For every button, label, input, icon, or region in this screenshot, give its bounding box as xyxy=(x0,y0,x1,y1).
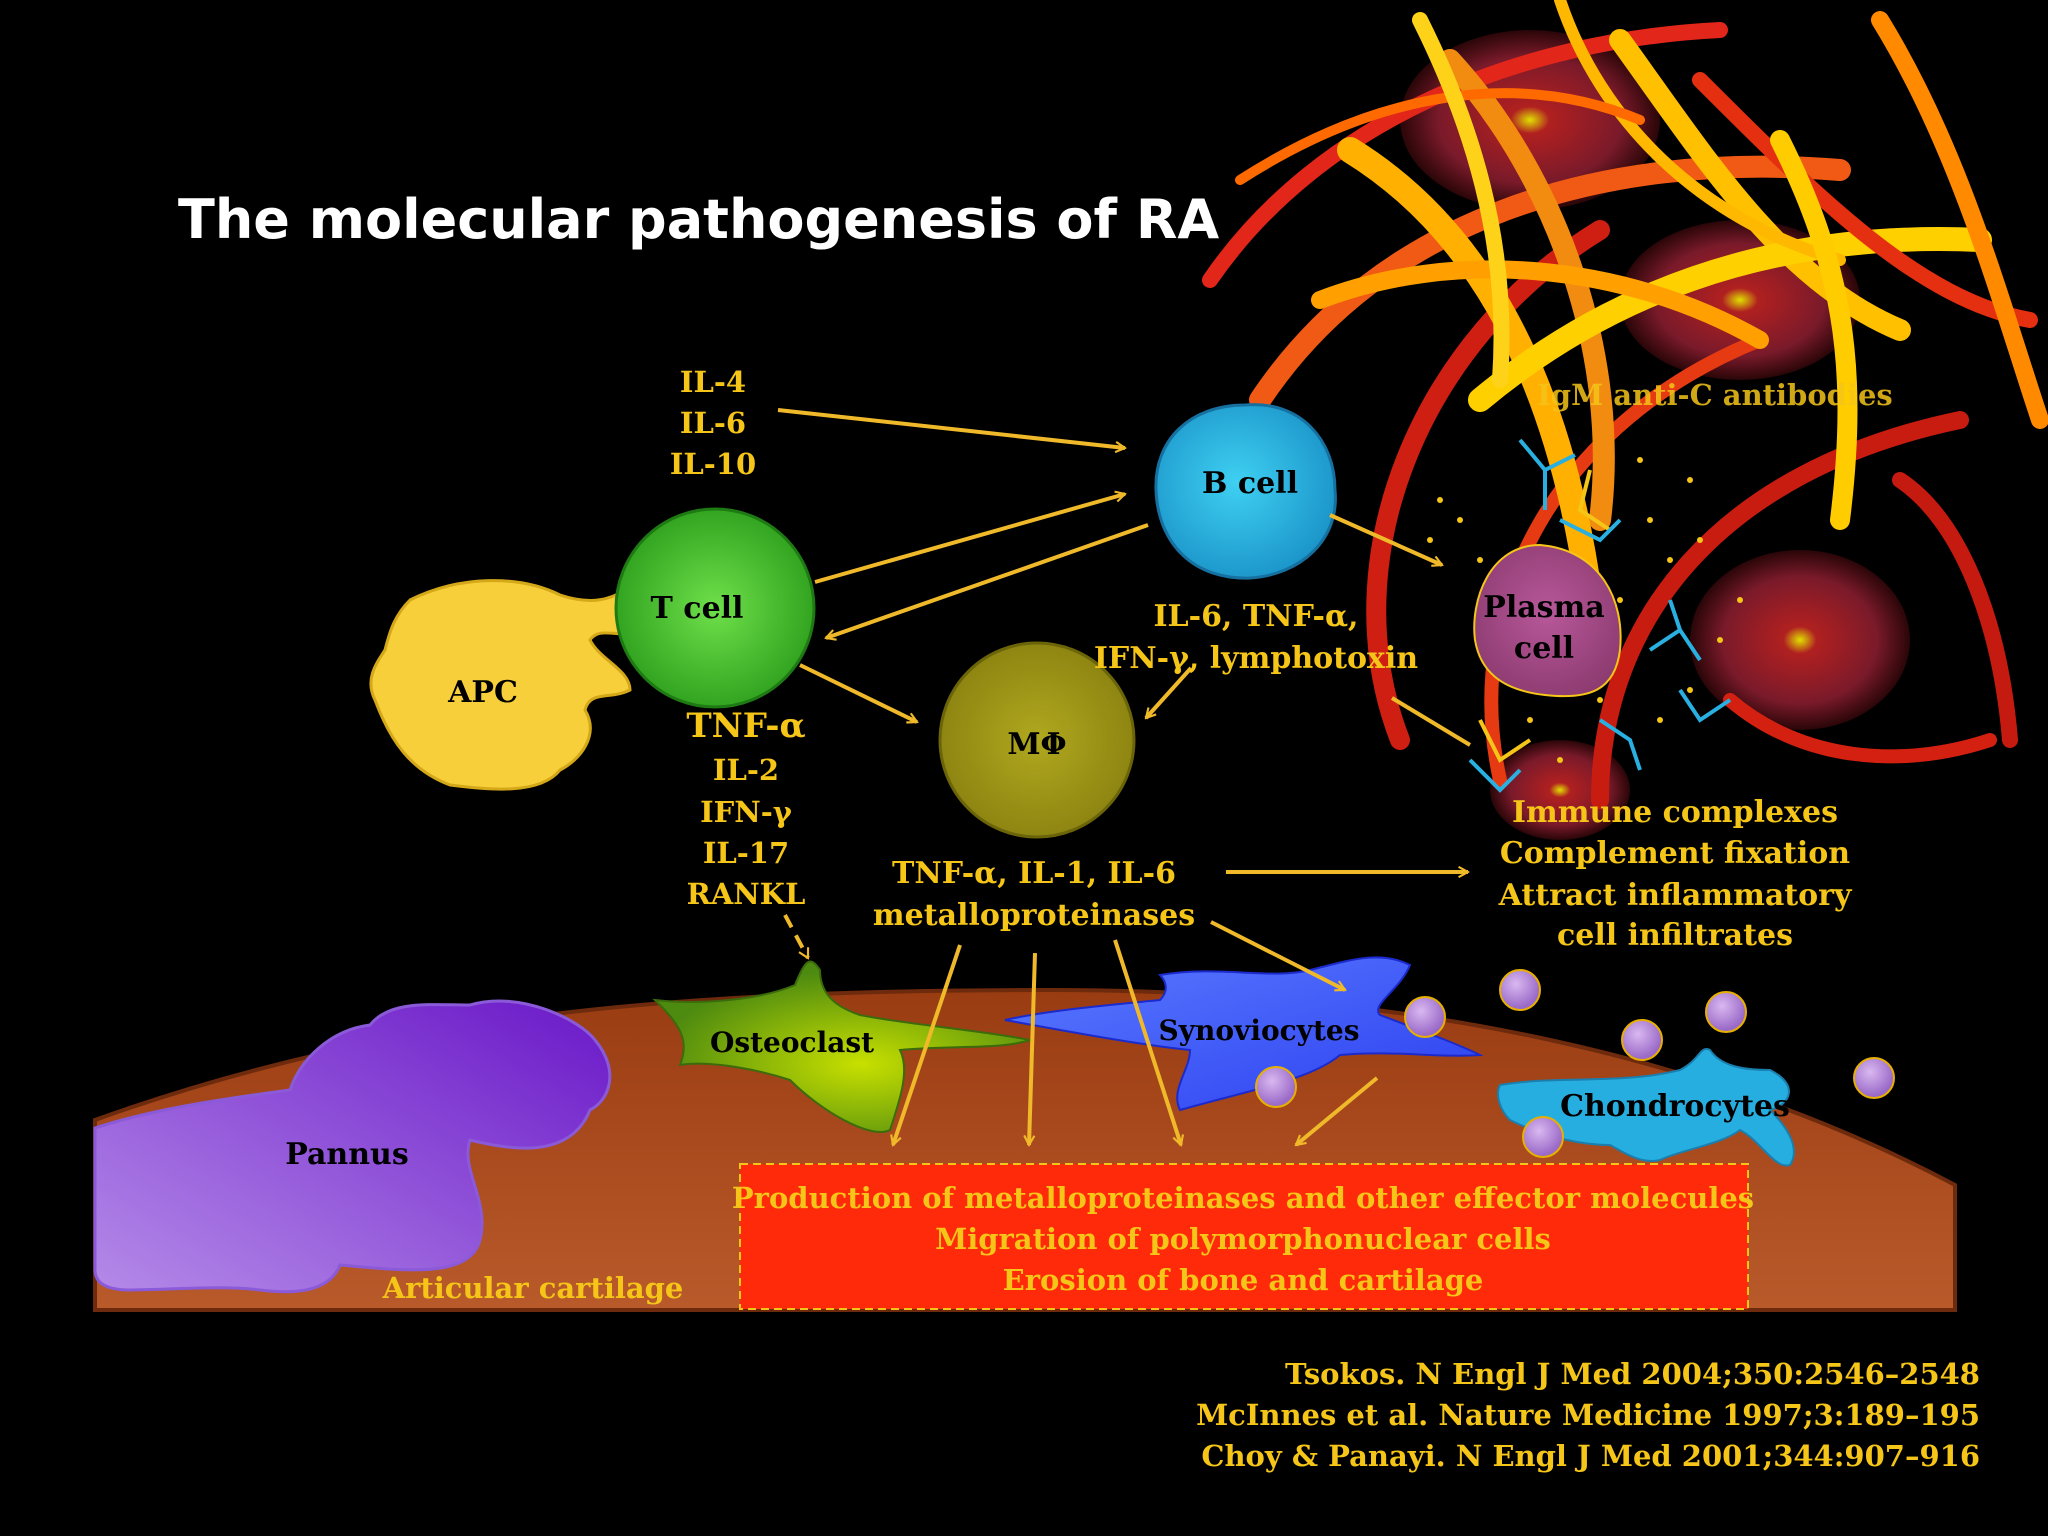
osteoclast-cell xyxy=(652,960,1034,1133)
t-cell-cytokines: TNF-α IL-2 IFN-γ IL-17 RANKL xyxy=(686,706,805,911)
chondrocyte-cell xyxy=(1497,1048,1795,1167)
cytokine-label: IL-17 xyxy=(703,836,789,870)
pmn-cell xyxy=(1522,1116,1564,1158)
t-cell-label: T cell xyxy=(651,591,744,626)
arrow-mediators-2 xyxy=(1029,952,1037,1145)
pmn-cell xyxy=(1621,1019,1663,1061)
plasma-effect-line: Attract inflammatory xyxy=(1498,878,1853,913)
plasma-output-label: IgM anti-C antibodies xyxy=(1537,378,1893,412)
arrow-t-to-macrophage xyxy=(799,663,917,724)
references: Tsokos. N Engl J Med 2004;350:2546–2548 … xyxy=(1196,1357,1980,1473)
reference-line: McInnes et al. Nature Medicine 1997;3:18… xyxy=(1196,1398,1980,1432)
effect-line: Erosion of bone and cartilage xyxy=(1003,1263,1484,1297)
cytokine-label: IL-2 xyxy=(713,753,779,787)
reference-line: Choy & Panayi. N Engl J Med 2001;344:907… xyxy=(1201,1439,1980,1473)
arrow-mediators-3 xyxy=(1113,939,1181,1145)
pannus-label: Pannus xyxy=(285,1137,409,1172)
plasma-cell-label-line2: cell xyxy=(1514,631,1574,666)
effects-lines: Production of metalloproteinases and oth… xyxy=(732,1181,1754,1297)
arrow-rankl-to-osteoclast xyxy=(783,914,810,958)
plasma-cell-label-line1: Plasma xyxy=(1483,590,1604,625)
effect-line: Migration of polymorphonuclear cells xyxy=(935,1222,1551,1256)
pmn-cell xyxy=(1853,1057,1895,1099)
page-title: The molecular pathogenesis of RA xyxy=(178,188,1219,251)
apc-label: APC xyxy=(447,675,518,710)
pmn-cell xyxy=(1499,969,1541,1011)
arrow-synoviocytes-to-effects xyxy=(1296,1076,1379,1147)
arrow-cytokines-to-b xyxy=(777,408,1125,448)
cytokine-label: IL-6, TNF-α, xyxy=(1153,599,1358,634)
synoviocytes-label: Synoviocytes xyxy=(1159,1014,1360,1047)
plasma-cell xyxy=(1473,543,1622,698)
reference-line: Tsokos. N Engl J Med 2004;350:2546–2548 xyxy=(1285,1357,1980,1391)
arrow-t-to-b xyxy=(814,494,1125,584)
cytokine-label: IFN-γ, lymphotoxin xyxy=(1094,641,1418,676)
macrophage-cell xyxy=(938,641,1136,839)
b-cell-label: B cell xyxy=(1202,466,1298,501)
arrow-to-synoviocytes xyxy=(1210,920,1345,992)
b-cell-cytokines: IL-6, TNF-α, IFN-γ, lymphotoxin xyxy=(1094,599,1418,676)
pmn-cell xyxy=(1404,996,1446,1038)
synoviocyte-cell xyxy=(1004,956,1484,1112)
effect-line: Production of metalloproteinases and oth… xyxy=(732,1181,1754,1215)
cytokine-label: TNF-α, IL-1, IL-6 xyxy=(892,856,1176,891)
chondrocytes-label: Chondrocytes xyxy=(1560,1089,1790,1124)
antibody-shapes xyxy=(1468,438,1732,793)
arrow-b-to-macrophage xyxy=(1146,666,1193,718)
b-cell xyxy=(1154,403,1337,580)
red-cell-disc xyxy=(1690,550,1910,730)
cartilage-label: Articular cartilage xyxy=(382,1271,684,1305)
inflammation-burst-graphic xyxy=(1202,0,2048,840)
plasma-effect-line: cell infiltrates xyxy=(1557,918,1793,953)
cytokine-label: IL-6 xyxy=(680,406,746,440)
effects-box xyxy=(739,1163,1749,1310)
pmn-cell xyxy=(1255,1066,1297,1108)
cytokine-label: IL-4 xyxy=(680,365,746,399)
cytokine-label: metalloproteinases xyxy=(873,898,1195,933)
arrow-b-to-plasma xyxy=(1329,513,1442,565)
arrow-b-to-t xyxy=(826,523,1149,638)
pannus-cell xyxy=(93,999,612,1294)
cytokine-label: IL-10 xyxy=(670,447,756,481)
migrating-cells xyxy=(1255,969,1895,1158)
cytokine-label: RANKL xyxy=(687,877,806,911)
macrophage-cytokines: TNF-α, IL-1, IL-6 metalloproteinases xyxy=(873,856,1195,933)
cytokine-label: IFN-γ xyxy=(700,795,793,829)
plasma-effect-line: Complement fixation xyxy=(1500,836,1850,871)
arrows xyxy=(777,408,1472,1147)
arrow-mediators-1 xyxy=(893,944,962,1145)
plasma-effect-line: Immune complexes xyxy=(1512,795,1838,830)
t-to-b-cytokines: IL-4 IL-6 IL-10 xyxy=(670,365,756,481)
arrow-plasma-output-link xyxy=(1390,696,1472,747)
flame-streaks xyxy=(1202,0,2048,809)
pmn-cell xyxy=(1705,991,1747,1033)
t-cell xyxy=(614,507,816,709)
apc-cell xyxy=(369,579,653,791)
cytokine-label: TNF-α xyxy=(686,706,805,746)
plasma-effects: Immune complexes Complement fixation Att… xyxy=(1498,795,1853,953)
macrophage-label: MΦ xyxy=(1007,727,1066,762)
osteoclast-label: Osteoclast xyxy=(710,1026,874,1059)
